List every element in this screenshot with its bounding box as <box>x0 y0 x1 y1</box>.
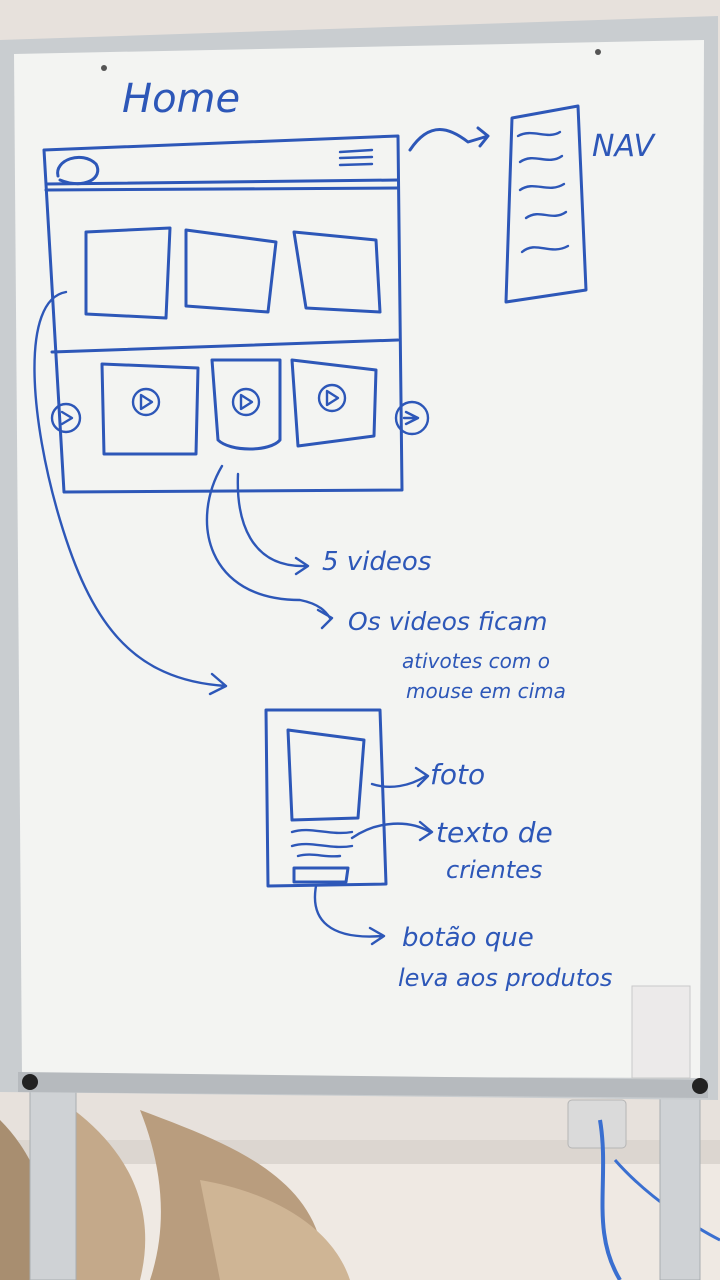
nav-drawer-sketch <box>504 104 588 304</box>
board-label-sticker <box>631 985 691 1079</box>
carousel-prev-icon <box>50 402 82 434</box>
marker-tray <box>18 1072 708 1098</box>
videos-count-note: 5 videos <box>322 547 431 577</box>
image-card-3 <box>292 230 382 314</box>
image-card-2 <box>184 228 278 314</box>
play-icon <box>131 387 161 417</box>
header-bar <box>44 178 400 186</box>
arrow-photo <box>370 766 430 788</box>
arrow-button <box>313 884 386 946</box>
text-note-line-2: crientes <box>446 856 542 884</box>
arrow-to-card <box>33 290 228 696</box>
photo-placeholder <box>286 728 366 822</box>
arrow-text <box>350 820 434 842</box>
videos-note-line-1: Os videos ficam <box>348 607 547 636</box>
videos-note-line-2: ativotes com o <box>402 649 550 673</box>
play-icon <box>317 383 347 413</box>
arrow-to-nav <box>408 126 490 152</box>
video-card-2 <box>210 358 282 451</box>
video-card-3 <box>290 358 378 448</box>
network-cable <box>598 1119 622 1280</box>
button-placeholder <box>292 866 350 884</box>
logo-placeholder <box>56 155 100 186</box>
stand-leg-left <box>29 1089 77 1280</box>
text-note-line-1: texto de <box>436 816 553 849</box>
section-divider <box>50 338 400 354</box>
arrow-videos-note <box>205 464 334 630</box>
home-wireframe <box>42 134 430 494</box>
hamburger-icon <box>338 148 374 167</box>
button-note-line-1: botão que <box>402 923 534 953</box>
sketch-title: Home <box>122 76 240 122</box>
client-card-sketch <box>264 708 388 888</box>
nav-label: NAV <box>592 129 656 164</box>
carousel-next-icon <box>394 400 430 436</box>
wall-socket <box>567 1099 627 1149</box>
arrow-videos-count <box>236 472 310 576</box>
video-card-1 <box>100 362 200 456</box>
play-icon <box>231 387 261 417</box>
stand-leg-right <box>659 1089 701 1280</box>
videos-note-line-3: mouse em cima <box>406 679 566 703</box>
button-note-line-2: leva aos produtos <box>398 964 612 992</box>
photo-note: foto <box>430 758 485 791</box>
image-card-1 <box>84 226 172 320</box>
